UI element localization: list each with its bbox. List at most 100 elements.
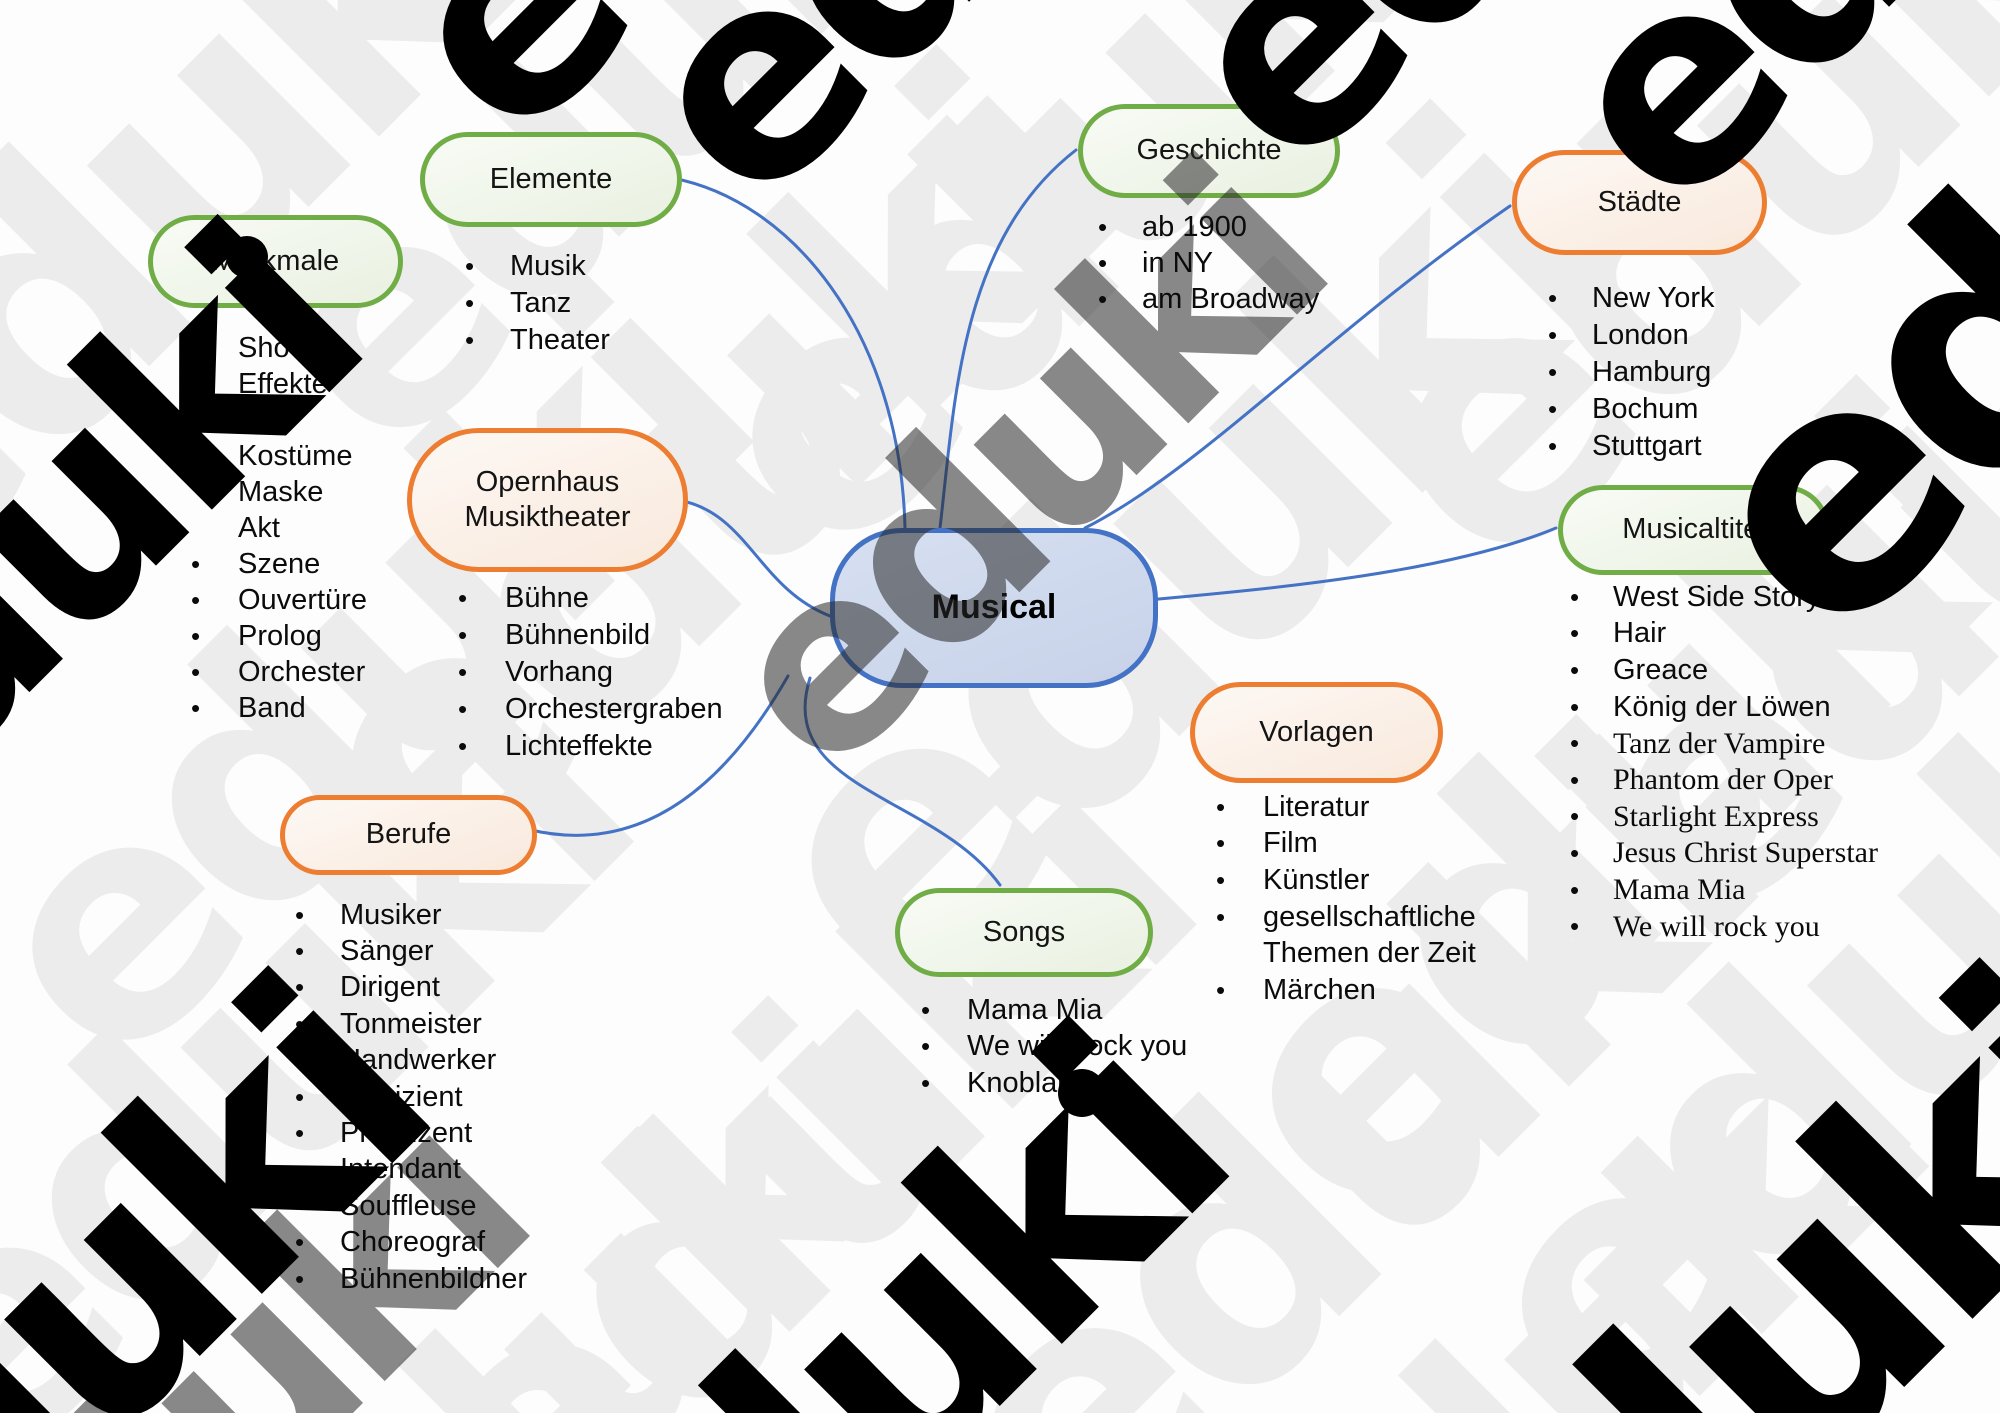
list-item: •Stuttgart <box>1548 428 1715 465</box>
list-item: •Sänger <box>295 933 527 969</box>
musicaltitel-list: •West Side Story•Hair•Greace•König der L… <box>1570 579 1878 945</box>
list-item: • Handwerker <box>295 1043 527 1079</box>
bullet-icon: • <box>458 620 468 650</box>
list-item: •Film <box>1216 826 1476 863</box>
list-item: •Hair <box>1570 616 1878 653</box>
list-item: •Bochum <box>1548 391 1715 428</box>
bullet-icon: • <box>295 899 305 930</box>
bullet-icon: • <box>458 694 468 724</box>
list-item-text: Phantom der Oper <box>1613 763 1833 797</box>
list-item-text: Starlight Express <box>1613 799 1819 833</box>
list-item: •Theater <box>465 322 610 359</box>
bullet-icon: • <box>295 936 305 967</box>
list-item: •Vorhang <box>458 654 723 691</box>
node-vorlagen: Vorlagen <box>1190 682 1443 783</box>
node-opernhaus-label-line2: Musiktheater <box>464 501 631 533</box>
list-item: • Tanz der Vampire <box>1570 725 1878 762</box>
list-item: •Lichteffekte <box>458 728 723 765</box>
bullet-icon: • <box>1570 801 1580 832</box>
bullet-icon: • <box>1570 728 1580 759</box>
bullet-icon: • <box>295 1118 305 1149</box>
list-item: •Intendant <box>295 1152 527 1188</box>
list-item-text: Szene <box>238 547 321 580</box>
list-item: •König der Löwen <box>1570 689 1878 726</box>
list-item-text: Show <box>238 331 311 364</box>
list-item: • Bühne <box>458 580 723 617</box>
node-geschichte: Geschichte <box>1078 104 1340 198</box>
connector-berufe <box>525 674 790 837</box>
bullet-icon: • <box>295 1045 305 1076</box>
list-item: • Prolog <box>191 618 367 654</box>
list-item: •We will rock you <box>1570 908 1878 945</box>
bullet-icon: • <box>1216 791 1226 822</box>
list-item: •Souffleuse <box>295 1188 527 1224</box>
list-item-text: Knoblauch <box>967 1066 1105 1099</box>
vorlagen-list: •Literatur•Film•Künstler•gesellschaftlic… <box>1216 789 1476 1009</box>
list-item-text: Handwerker <box>340 1044 497 1077</box>
list-item: •Märchen <box>1216 972 1476 1009</box>
list-item: •Kostüme <box>191 438 367 474</box>
node-songs-label: Songs <box>982 915 1066 948</box>
node-musicaltitel: Musicaltitel <box>1558 485 1830 575</box>
node-opernhaus: Opernhaus Musiktheater <box>407 428 688 572</box>
list-item-text: New York <box>1592 282 1715 314</box>
connector-opernhaus <box>676 498 832 618</box>
bullet-icon: • <box>295 1190 305 1221</box>
bullet-icon: • <box>191 332 201 363</box>
list-item: •Mama Mia <box>921 992 1187 1029</box>
connector-musicaltitel <box>1146 526 1558 602</box>
list-item-text: Musik <box>510 250 586 282</box>
list-item-text: Hamburg <box>1592 356 1712 388</box>
list-item-text: ab 1900 <box>1142 210 1247 243</box>
bullet-icon: • <box>1216 828 1226 859</box>
list-item: • Bühnenbild <box>458 617 723 654</box>
list-item: •Orchestergraben <box>458 691 723 728</box>
bullet-icon: • <box>191 692 201 723</box>
node-vorlagen-label: Vorlagen <box>1259 715 1374 748</box>
list-item-text: Märchen <box>1263 973 1376 1006</box>
geschichte-list: •ab 1900•in NY•am Broadway <box>1098 209 1319 317</box>
bullet-icon: • <box>191 584 201 615</box>
bullet-icon: • <box>1548 283 1558 313</box>
list-item-text: am Broadway <box>1142 282 1320 315</box>
list-item: •Inspizient <box>295 1079 527 1115</box>
bullet-icon: • <box>458 583 468 613</box>
bullet-icon: • <box>1548 394 1558 424</box>
songs-list: •Mama Mia•We will Rock you•Knoblauch <box>921 992 1187 1102</box>
node-opernhaus-label-line1: Opernhaus <box>475 465 620 498</box>
list-item-text: Band <box>238 691 306 724</box>
bullet-icon: • <box>1570 654 1580 685</box>
bullet-icon: • <box>465 251 475 281</box>
bullet-icon: • <box>1548 357 1558 387</box>
list-item-text: Inspizient <box>340 1080 463 1113</box>
list-item: •Orchester <box>191 654 367 690</box>
list-item: • Starlight Express <box>1570 799 1878 836</box>
bullet-icon: • <box>1570 691 1580 722</box>
list-item-text: in NY <box>1142 246 1213 279</box>
list-item-text: Bühne <box>505 582 589 614</box>
bullet-icon: • <box>465 325 475 355</box>
list-item-text: Tanz der Vampire <box>1613 726 1826 760</box>
list-item: •in NY <box>1098 245 1319 281</box>
list-item: •West Side Story <box>1570 579 1878 616</box>
list-item-text: Bühnenbild <box>505 619 651 651</box>
list-item: • Knoblauch <box>921 1065 1187 1102</box>
list-item-text: Kostüme <box>238 439 353 472</box>
list-item-text: Vorhang <box>505 656 614 688</box>
list-item: •gesellschaftliche <box>1216 899 1476 936</box>
bullet-icon: • <box>191 620 201 651</box>
list-item: •am Broadway <box>1098 281 1319 317</box>
list-item-text: We will rock you <box>1613 909 1820 943</box>
connector-staedte <box>1083 204 1512 530</box>
bullet-icon: • <box>921 1031 931 1062</box>
list-item-text: Prolog <box>238 619 322 652</box>
bullet-icon: • <box>1216 864 1226 895</box>
list-item: • Band <box>191 690 367 726</box>
bullet-icon: • <box>921 1067 931 1098</box>
list-item: Themen der Zeit <box>1216 935 1476 972</box>
list-item-text: Mama Mia <box>1613 873 1746 907</box>
bullet-icon: • <box>191 548 201 579</box>
list-item-text: Akt <box>238 511 280 544</box>
bullet-icon: • <box>295 972 305 1003</box>
list-item-text: Musiker <box>340 898 442 931</box>
